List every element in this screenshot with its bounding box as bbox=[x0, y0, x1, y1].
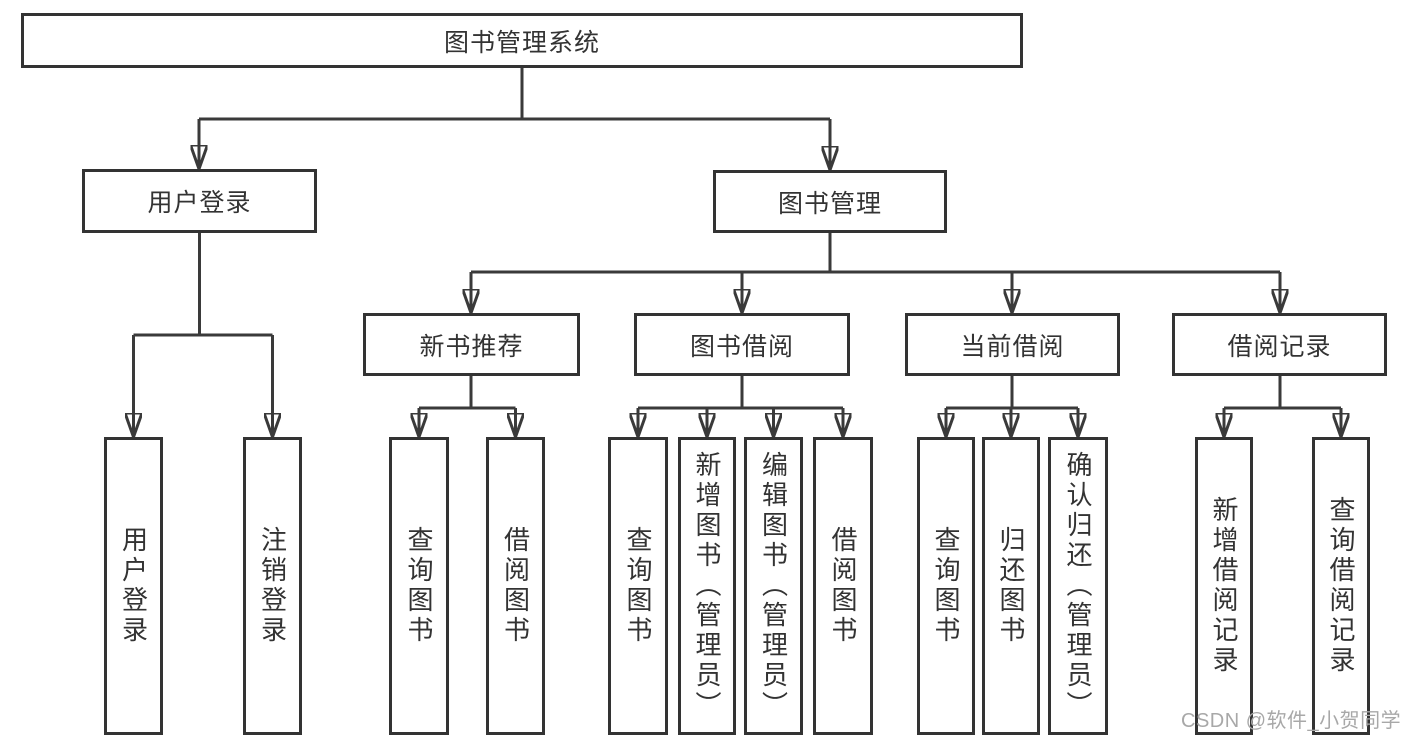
node-label: 新书推荐 bbox=[419, 332, 524, 361]
leaf-add-book-admin: 新增图书（管理员） bbox=[678, 437, 736, 735]
leaf-add-borrow-record: 新增借阅记录 bbox=[1195, 437, 1253, 735]
node-label: 图书管理 bbox=[777, 189, 882, 218]
node-borrow-records: 借阅记录 bbox=[1172, 313, 1387, 376]
connector-stems bbox=[133, 68, 1341, 410]
node-label: 查询图书 bbox=[623, 526, 653, 646]
node-label: 借阅图书 bbox=[500, 526, 531, 646]
node-label: 当前借阅 bbox=[960, 332, 1065, 361]
leaf-confirm-return-admin: 确认归还（管理员） bbox=[1048, 437, 1108, 735]
node-book-management: 图书管理 bbox=[713, 170, 947, 233]
node-label: 用户登录 bbox=[118, 526, 149, 646]
node-label: 新增借阅记录 bbox=[1209, 496, 1239, 676]
node-label: 图书借阅 bbox=[689, 332, 794, 361]
node-label: 借阅图书 bbox=[828, 526, 858, 646]
watermark: CSDN @软件_小贺同学 bbox=[1181, 710, 1402, 732]
node-label: 查询图书 bbox=[931, 526, 961, 646]
node-label: 查询借阅记录 bbox=[1326, 496, 1356, 676]
leaf-query-books-recommend: 查询图书 bbox=[389, 437, 449, 735]
node-library-system: 图书管理系统 bbox=[21, 13, 1023, 68]
node-label: 用户登录 bbox=[147, 189, 252, 217]
leaf-query-borrow-record: 查询借阅记录 bbox=[1312, 437, 1370, 735]
node-new-book-recommend: 新书推荐 bbox=[363, 313, 580, 376]
leaf-edit-book-admin: 编辑图书（管理员） bbox=[744, 437, 803, 735]
node-user-login: 用户登录 bbox=[82, 169, 317, 233]
node-label: 确认归还（管理员） bbox=[1063, 451, 1093, 721]
node-book-borrow: 图书借阅 bbox=[634, 313, 850, 376]
node-label: 编辑图书（管理员） bbox=[758, 451, 789, 721]
leaf-user-login: 用户登录 bbox=[104, 437, 163, 735]
node-label: 新增图书（管理员） bbox=[692, 451, 722, 721]
node-current-borrow: 当前借阅 bbox=[905, 313, 1120, 376]
node-label: 归还图书 bbox=[996, 526, 1026, 646]
leaf-query-books-borrow: 查询图书 bbox=[608, 437, 668, 735]
leaf-logout: 注销登录 bbox=[243, 437, 302, 735]
leaf-query-books-current: 查询图书 bbox=[917, 437, 975, 735]
leaf-return-book: 归还图书 bbox=[982, 437, 1040, 735]
leaf-borrow-books-recommend: 借阅图书 bbox=[486, 437, 545, 735]
node-label: 注销登录 bbox=[257, 526, 288, 646]
leaf-borrow-books-borrow: 借阅图书 bbox=[813, 437, 873, 735]
connector-arrows bbox=[134, 119, 1342, 434]
node-label: 借阅记录 bbox=[1227, 332, 1332, 361]
node-label: 查询图书 bbox=[404, 526, 434, 646]
node-label: 图书管理系统 bbox=[443, 28, 600, 57]
